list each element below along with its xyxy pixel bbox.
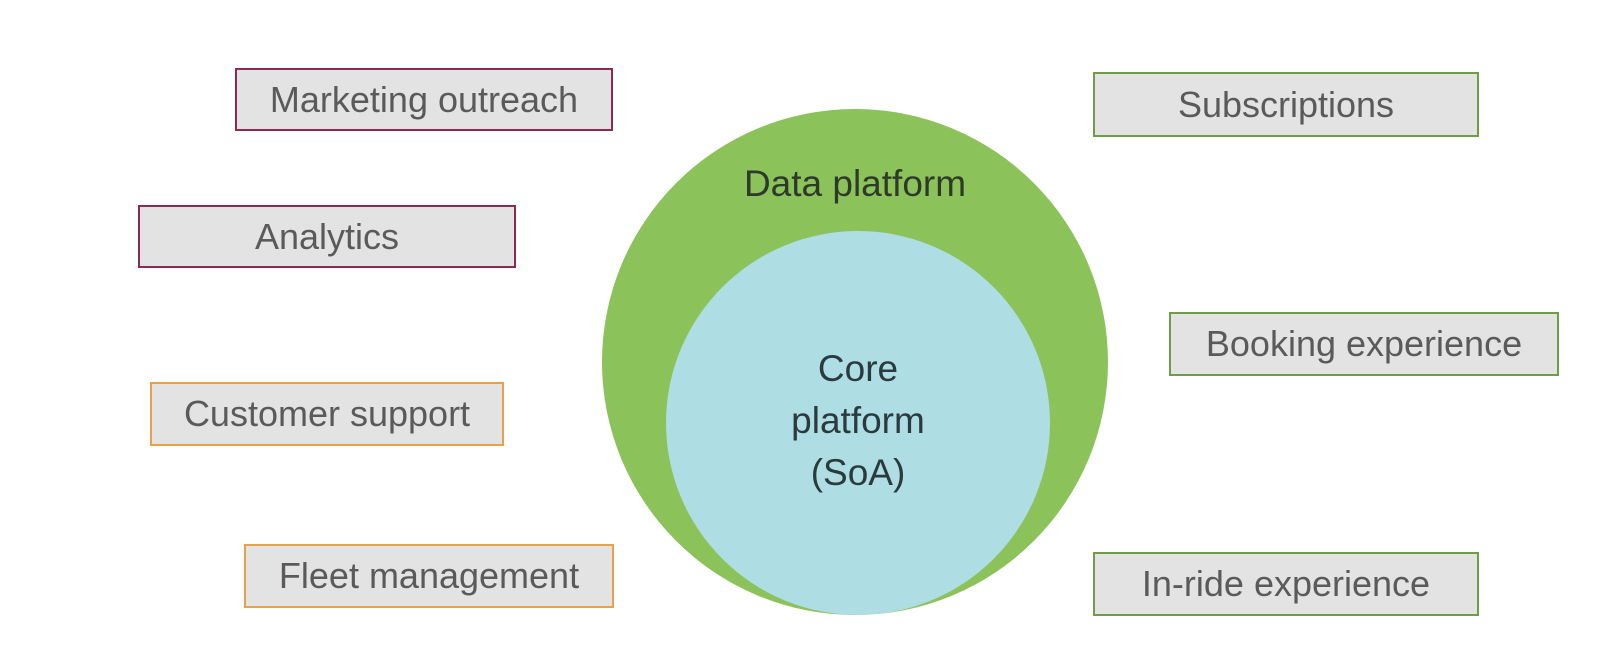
core-platform-circle: Core platform (SoA) (666, 231, 1050, 615)
subscriptions-box: Subscriptions (1093, 72, 1479, 137)
analytics-label: Analytics (254, 215, 400, 257)
fleet-management-box: Fleet management (244, 544, 614, 608)
analytics-box: Analytics (138, 205, 516, 268)
in-ride-experience-label: In-ride experience (1141, 563, 1431, 604)
core-platform-line-3: (SoA) (810, 452, 906, 493)
core-platform-label: Core platform (SoA) (666, 343, 1050, 499)
in-ride-experience-box: In-ride experience (1093, 552, 1479, 616)
customer-support-box: Customer support (150, 382, 504, 446)
core-platform-line-2: platform (791, 400, 925, 441)
customer-support-label: Customer support (183, 393, 471, 434)
data-platform-label: Data platform (743, 163, 967, 204)
marketing-outreach-label: Marketing outreach (269, 78, 579, 120)
marketing-outreach-box: Marketing outreach (235, 68, 613, 131)
booking-experience-box: Booking experience (1169, 312, 1559, 376)
data-platform-circle: Data platform Core platform (SoA) (602, 109, 1108, 615)
booking-experience-label: Booking experience (1205, 323, 1523, 364)
fleet-management-label: Fleet management (278, 555, 580, 596)
subscriptions-label: Subscriptions (1177, 83, 1395, 125)
core-platform-line-1: Core (817, 348, 899, 389)
